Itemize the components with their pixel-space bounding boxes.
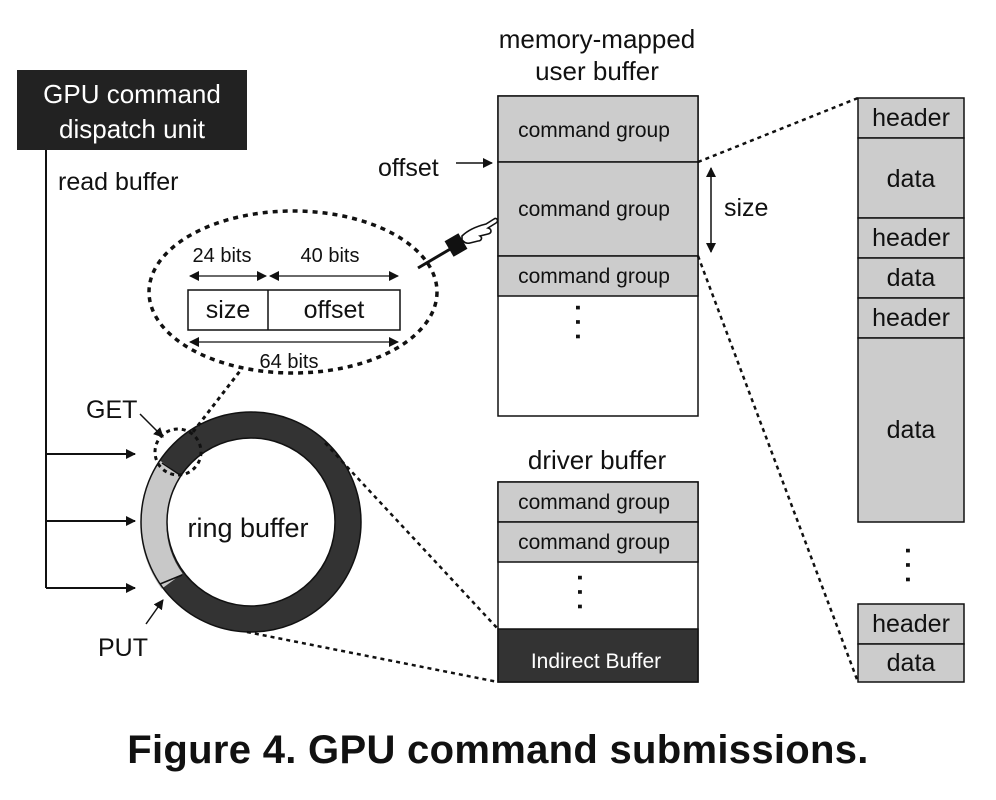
- size-label: size: [724, 194, 768, 222]
- user-buffer-row-3-label: command group: [518, 265, 670, 288]
- packet-header-3-label: header: [872, 304, 950, 332]
- dispatch-unit: GPU command dispatch unit: [17, 70, 247, 150]
- user-buffer-row-1: [497, 95, 699, 163]
- indirect-buffer-label: Indirect Buffer: [531, 650, 661, 673]
- user-buffer-title-line2: user buffer: [535, 56, 659, 86]
- get-entry-highlight: [153, 427, 203, 477]
- ring-to-driver-connectors: [246, 442, 499, 684]
- read-buffer-label: read buffer: [58, 168, 178, 196]
- ring-buffer-filled-segment: [140, 460, 183, 589]
- offset-bits-label: 40 bits: [301, 245, 360, 267]
- entry-offset-field: offset: [304, 296, 365, 324]
- driver-buffer-row-2-label: command group: [518, 531, 670, 554]
- user-buffer: memory-mapped user buffer command group …: [378, 24, 768, 417]
- user-buffer-ellipsis: . . .: [570, 304, 600, 340]
- packet-data-1-label: data: [887, 165, 936, 193]
- packet-header-3: [857, 297, 965, 339]
- put-pointer: [145, 599, 164, 625]
- pointing-hand-icon: [417, 217, 499, 270]
- driver-buffer: driver buffer command group command grou…: [497, 445, 699, 683]
- dispatch-unit-box: [17, 70, 247, 150]
- dispatch-unit-line1: GPU command: [43, 79, 221, 109]
- size-bits-label: 24 bits: [193, 245, 252, 267]
- driver-buffer-row-1-label: command group: [518, 491, 670, 514]
- put-label: PUT: [98, 634, 148, 662]
- packet-data-1: [857, 137, 965, 219]
- user-buffer-title-line1: memory-mapped: [499, 24, 696, 54]
- driver-buffer-row-2: [497, 521, 699, 563]
- driver-buffer-title: driver buffer: [528, 445, 667, 475]
- read-buffer-connector: read buffer: [45, 150, 178, 593]
- ring-buffer: ring buffer GET PUT: [86, 396, 362, 662]
- user-buffer-row-3: [497, 255, 699, 297]
- packet-data-3-label: data: [887, 416, 936, 444]
- packet-data-3: [857, 337, 965, 523]
- entry-zoom-ellipse: [147, 209, 439, 375]
- packet-data-last: [857, 643, 965, 683]
- packet-data-2-label: data: [887, 264, 936, 292]
- packet-header-1-label: header: [872, 104, 950, 132]
- user-buffer-row-1-label: command group: [518, 119, 670, 142]
- indirect-buffer: [497, 628, 699, 683]
- ring-buffer-label: ring buffer: [187, 513, 308, 543]
- packet-header-last-label: header: [872, 610, 950, 638]
- figure-caption: Figure 4. GPU command submissions.: [127, 728, 869, 772]
- packet-header-2: [857, 217, 965, 259]
- entry-fields: [187, 289, 401, 331]
- driver-buffer-ellipsis: . . .: [572, 574, 602, 610]
- user-buffer-row-2-label: command group: [518, 198, 670, 221]
- packets: header data header data header data . . …: [857, 97, 965, 683]
- user-buffer-row-2: [497, 161, 699, 257]
- get-pointer: [139, 413, 164, 438]
- packet-data-last-label: data: [887, 649, 936, 677]
- entry-size-field: size: [206, 296, 250, 324]
- packets-ellipsis: . . .: [900, 547, 930, 583]
- entry-zoom: size offset 24 bits 40 bits 64 bits: [147, 209, 439, 433]
- packet-header-last: [857, 603, 965, 645]
- total-bits-label: 64 bits: [260, 351, 319, 373]
- dispatch-unit-line2: dispatch unit: [59, 114, 206, 144]
- packet-header-2-label: header: [872, 224, 950, 252]
- group-to-packets-connectors: [696, 96, 860, 683]
- offset-label: offset: [378, 154, 439, 182]
- get-label: GET: [86, 396, 137, 424]
